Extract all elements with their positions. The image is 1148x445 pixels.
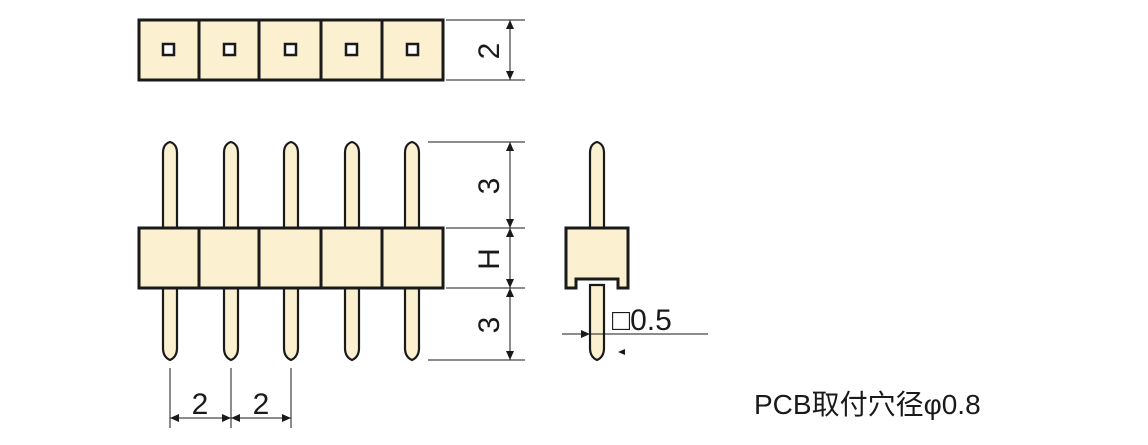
pin-hole-5 — [405, 42, 420, 57]
pcb-hole-note: PCB取付穴径φ0.8 — [754, 389, 981, 420]
pitch-label-1: 2 — [192, 388, 209, 421]
body-cell-1 — [137, 226, 201, 290]
pin-square-label: □0.5 — [612, 304, 672, 337]
pitch-label-2: 2 — [253, 388, 270, 421]
pin-bottom-5 — [403, 286, 421, 362]
front-view — [137, 140, 445, 362]
pin-top-4 — [343, 140, 361, 230]
pin-hole-3 — [283, 42, 298, 57]
pin-bottom-4 — [343, 286, 361, 362]
side-view — [564, 140, 630, 362]
pin-top-1 — [161, 140, 179, 230]
top-cell-1 — [137, 18, 201, 82]
pin-top-3 — [282, 140, 300, 230]
pin-hole-2 — [222, 42, 237, 57]
pin-square-dimension: □0.5 — [562, 304, 708, 355]
top-height-dimension: 2 — [446, 19, 525, 81]
vertical-dimensions: 3 H 3 — [428, 141, 525, 361]
pin-bottom-3 — [282, 286, 300, 362]
pin-bottom-1 — [161, 286, 179, 362]
pin-top-length-label: 3 — [473, 178, 506, 195]
pin-bottom-length-label: 3 — [473, 317, 506, 334]
side-body — [564, 226, 630, 290]
pin-top-5 — [403, 140, 421, 230]
pin-hole-4 — [344, 42, 359, 57]
side-pin-top — [588, 140, 606, 230]
body-cell-2 — [197, 226, 261, 290]
side-pin-bottom — [588, 283, 606, 362]
pin-top-2 — [222, 140, 240, 230]
pitch-dimensions: 2 2 — [169, 368, 292, 428]
front-pins — [161, 140, 421, 362]
pin-hole-1 — [161, 42, 176, 57]
body-height-label: H — [473, 248, 506, 270]
body-cell-5 — [380, 226, 445, 290]
body-cell-4 — [319, 226, 384, 290]
pin-bottom-2 — [222, 286, 240, 362]
top-height-label: 2 — [473, 43, 506, 60]
body-cell-3 — [257, 226, 323, 290]
top-view — [137, 18, 445, 82]
